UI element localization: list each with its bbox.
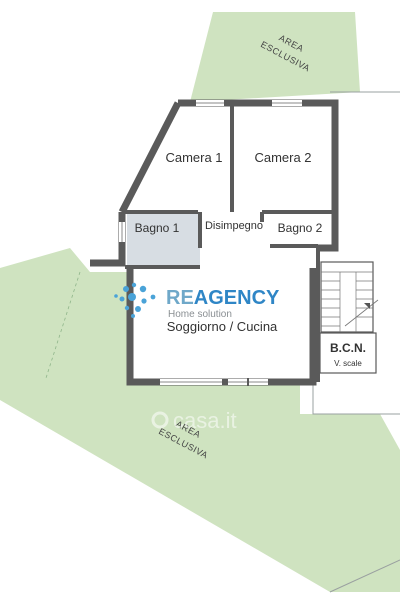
logo-mark-icon	[114, 282, 156, 318]
svg-text:REAGENCY: REAGENCY	[166, 287, 280, 309]
watermark: casa.it	[151, 408, 237, 433]
boundary-line	[312, 384, 400, 415]
stairwell	[319, 261, 379, 374]
garden-top	[190, 12, 360, 102]
watermark-logo-icon	[151, 411, 169, 429]
bcn-label: B.C.N.	[330, 341, 366, 355]
outer-walls	[90, 99, 339, 386]
camera1-label: Camera 1	[165, 150, 222, 165]
brand-logo: REAGENCY Home solution	[114, 282, 280, 320]
brand-tagline: Home solution	[168, 309, 232, 320]
bagno1-label: Bagno 1	[135, 221, 180, 235]
camera2-label: Camera 2	[254, 150, 311, 165]
bagno2-label: Bagno 2	[278, 221, 323, 235]
bagno1-floor	[127, 212, 200, 267]
windows	[119, 100, 302, 386]
garden-dashed-line	[45, 271, 81, 379]
disimpegno-label: Disimpegno	[205, 220, 263, 232]
brand-re: RE	[166, 287, 194, 309]
interior-walls	[125, 106, 332, 382]
vscale-label: V. scale	[334, 359, 362, 368]
brand-agency: AGENCY	[194, 287, 280, 309]
garden-bottom	[0, 248, 400, 592]
soggiorno-label: Soggiorno / Cucina	[167, 319, 278, 334]
boundary-line-bottom	[329, 559, 400, 593]
watermark-text: casa.it	[173, 408, 237, 433]
